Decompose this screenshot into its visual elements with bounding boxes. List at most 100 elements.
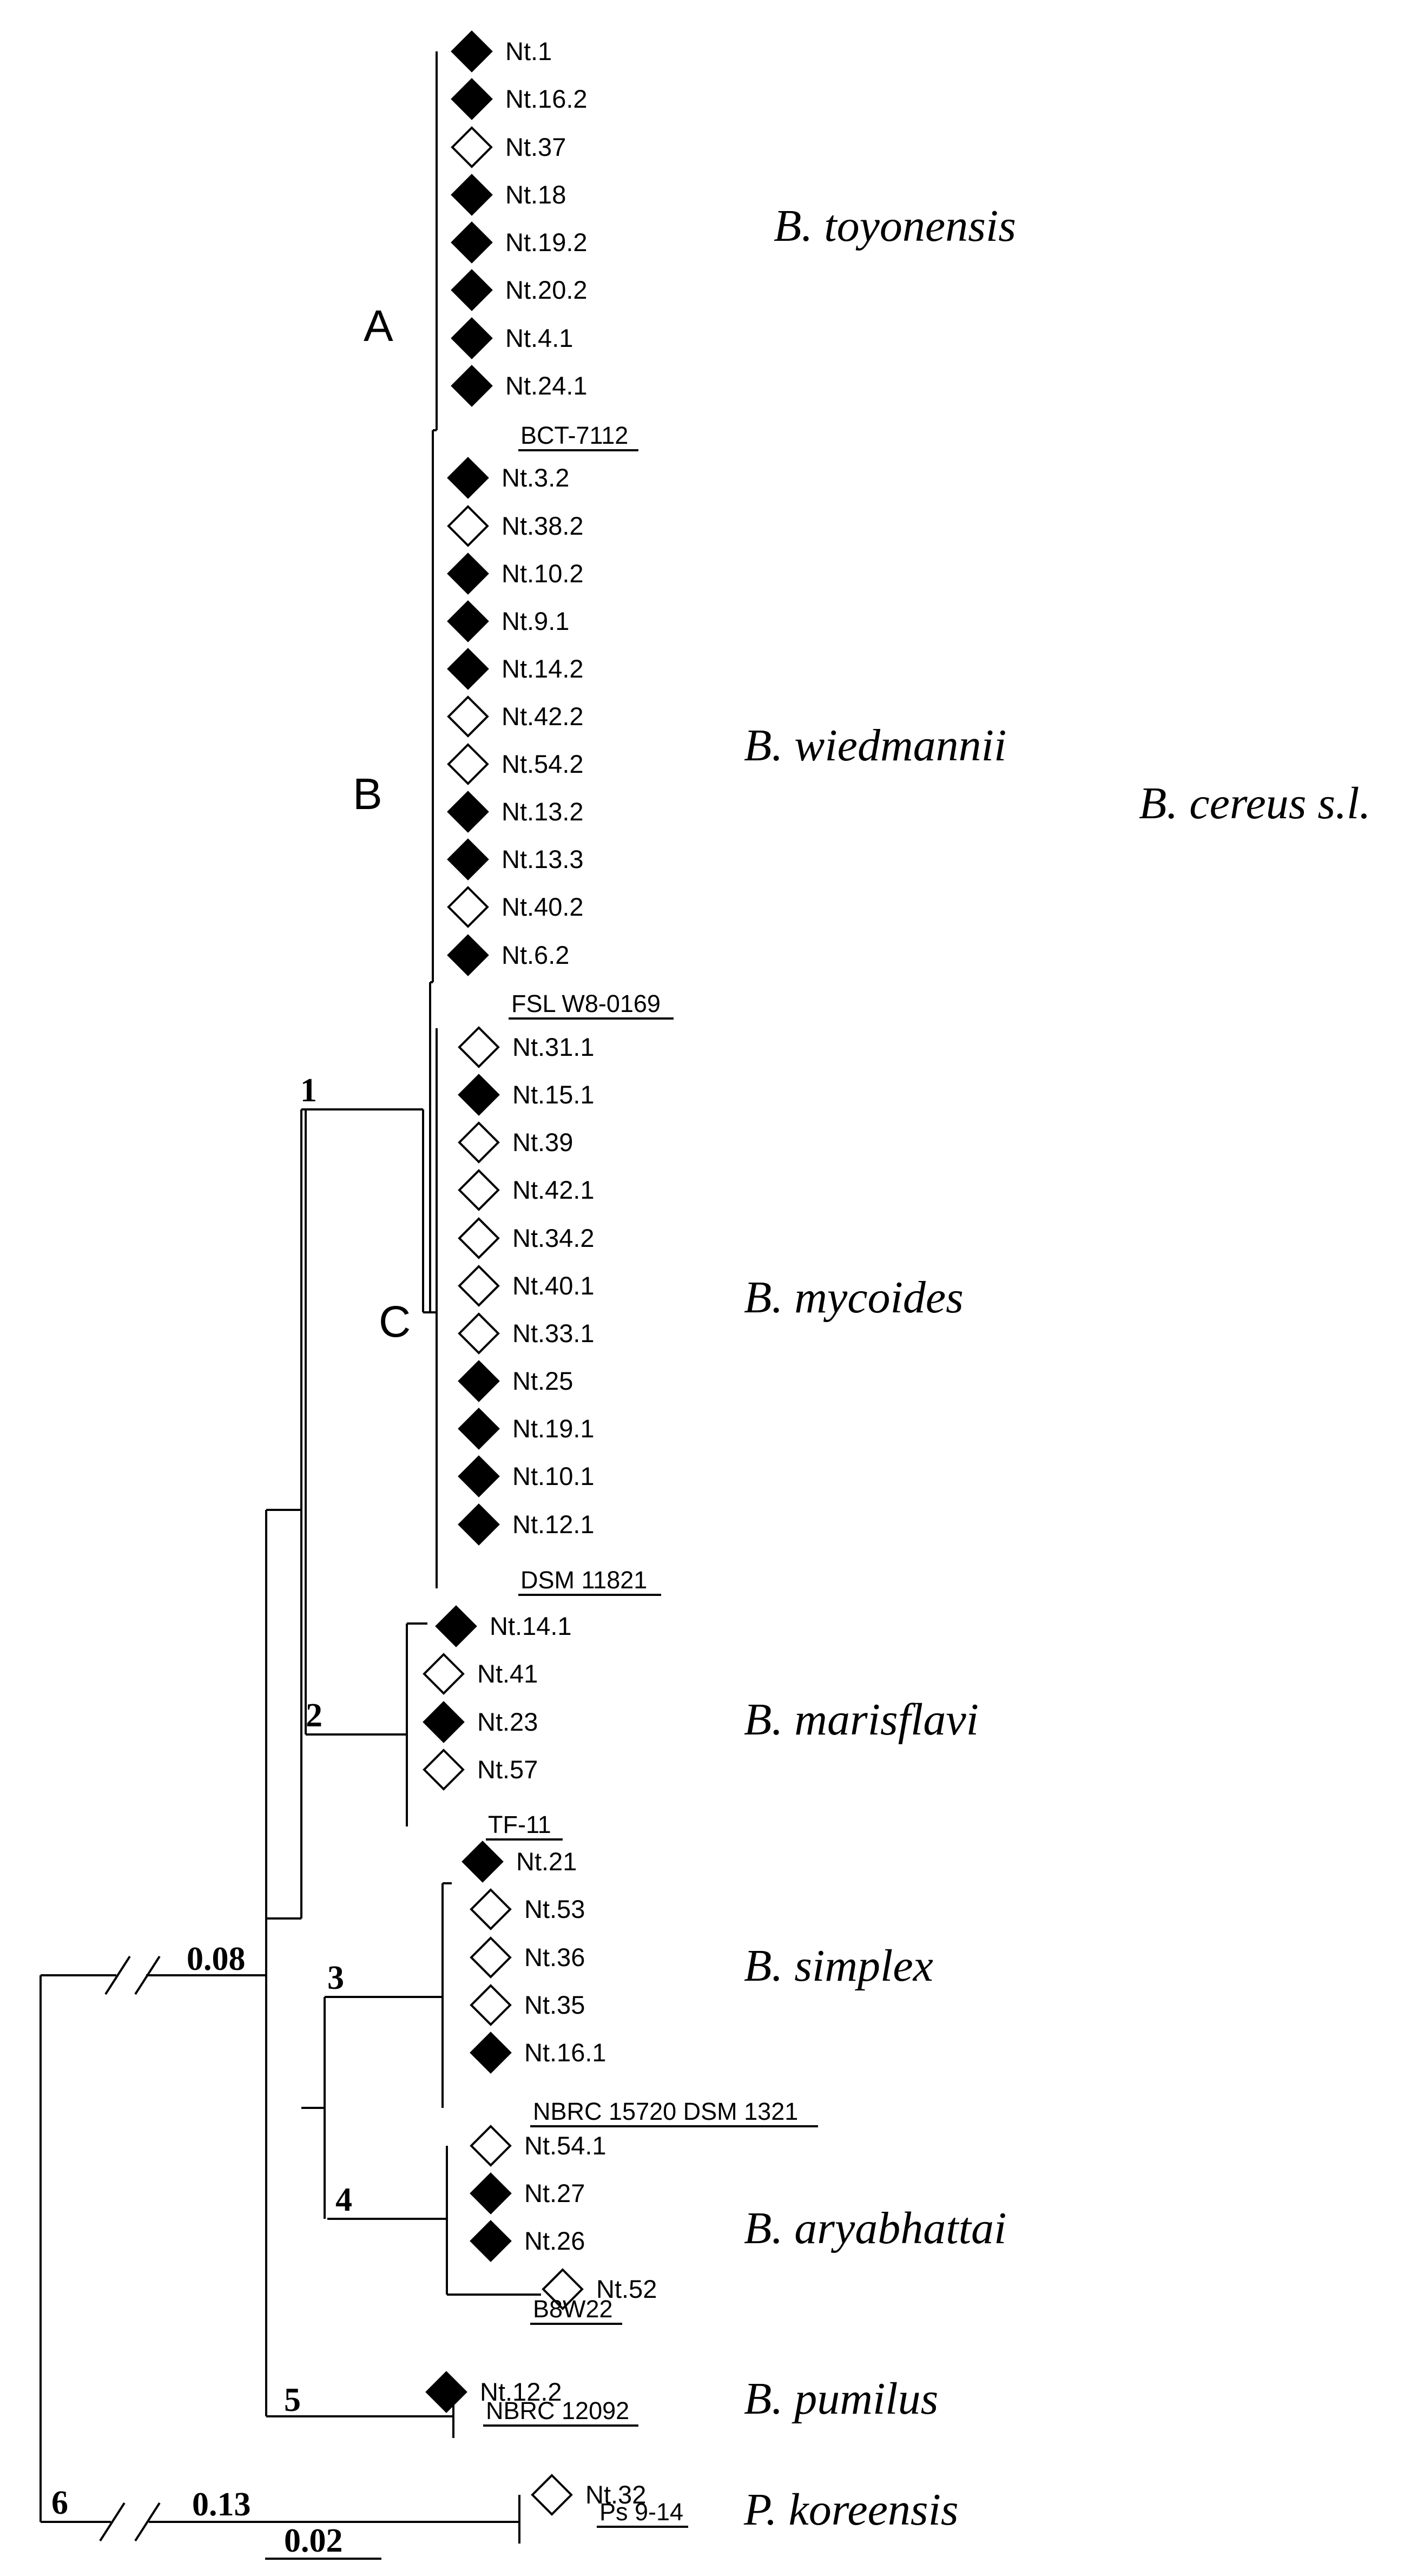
open-diamond-marker <box>470 1984 512 2026</box>
taxon-label: Nt.16.1 <box>524 2038 606 2067</box>
taxon-label: Nt.42.1 <box>512 1175 595 1204</box>
taxon: Nt.23 <box>423 1701 538 1743</box>
taxon-label: Nt.40.2 <box>502 892 584 921</box>
reference-strain-label: FSL W8-0169 <box>511 990 661 1017</box>
taxon-label: Nt.20.2 <box>505 275 588 304</box>
open-diamond-marker <box>458 1169 500 1211</box>
taxon-label: Nt.31.1 <box>512 1033 595 1061</box>
taxon-label: Nt.39 <box>512 1128 573 1156</box>
taxon-label: Nt.24.1 <box>505 371 588 400</box>
taxon: Nt.16.2 <box>451 78 588 120</box>
filled-diamond-marker <box>451 174 493 216</box>
filled-diamond-marker <box>451 365 493 407</box>
taxon-label: Nt.4.1 <box>505 324 573 352</box>
taxon: Nt.36 <box>470 1936 585 1979</box>
filled-diamond-marker <box>451 317 493 359</box>
taxon-label: Nt.19.1 <box>512 1414 595 1443</box>
reference-strains: BCT-7112 FSL W8-0169 DSM 11821 TF-11 NBR… <box>483 422 818 2528</box>
filled-diamond-marker <box>461 1841 504 1883</box>
species-label: B. cereus s.l. <box>1139 778 1370 829</box>
taxon-label: Nt.18 <box>505 180 566 209</box>
branch-length-labels: 0.08 0.13 0.02 <box>187 1941 343 2559</box>
taxon-label: Nt.25 <box>512 1366 573 1395</box>
taxon-label: Nt.9.1 <box>502 607 569 635</box>
cluster-number: 2 <box>306 1697 322 1734</box>
taxon-label: Nt.42.2 <box>502 702 584 731</box>
taxon: Nt.38.2 <box>447 505 584 547</box>
taxon: Nt.33.1 <box>458 1312 595 1355</box>
taxon-label: Nt.10.2 <box>502 559 584 588</box>
taxon: Nt.41 <box>423 1653 538 1695</box>
taxon-label: Nt.35 <box>524 1990 585 2019</box>
subclade-label-c: C <box>379 1297 411 1346</box>
open-diamond-marker <box>423 1653 465 1695</box>
taxon: Nt.57 <box>423 1749 538 1791</box>
taxon-label: Nt.21 <box>516 1847 577 1876</box>
taxon-label: Nt.27 <box>524 2179 585 2207</box>
taxon: Nt.6.2 <box>447 934 569 976</box>
taxon-label: Nt.32 <box>585 2480 646 2509</box>
taxon-label: Nt.53 <box>524 1895 585 1923</box>
taxon: Nt.52 <box>542 2268 657 2310</box>
filled-diamond-marker <box>435 1605 477 1647</box>
taxon-label: Nt.40.1 <box>512 1271 595 1300</box>
reference-strain-label: NBRC 12092 <box>486 2397 629 2424</box>
taxon-label: Nt.41 <box>477 1659 538 1688</box>
taxon: Nt.42.1 <box>458 1169 595 1211</box>
open-diamond-marker <box>470 1888 512 1930</box>
taxon: Nt.26 <box>470 2220 585 2262</box>
filled-diamond-marker <box>451 269 493 311</box>
cluster-number: 4 <box>335 2181 352 2218</box>
open-diamond-marker <box>531 2474 573 2516</box>
open-diamond-marker <box>423 1749 465 1791</box>
taxon: Nt.40.1 <box>458 1265 595 1307</box>
filled-diamond-marker <box>451 221 493 264</box>
species-label: B. wiedmannii <box>744 720 1006 771</box>
filled-diamond-marker <box>451 78 493 120</box>
taxon: Nt.9.1 <box>447 600 569 642</box>
taxon: Nt.13.2 <box>447 791 584 833</box>
taxon-label: Nt.10.1 <box>512 1462 595 1490</box>
tree-branches <box>39 51 541 2560</box>
species-label: B. toyonensis <box>774 201 1016 251</box>
taxon: Nt.4.1 <box>451 317 573 359</box>
taxon: Nt.53 <box>470 1888 585 1930</box>
taxon-label: Nt.12.2 <box>480 2377 562 2406</box>
taxon-label: Nt.6.2 <box>502 941 569 969</box>
taxon-label: Nt.33.1 <box>512 1319 595 1348</box>
taxon: Nt.14.1 <box>435 1605 572 1647</box>
open-diamond-marker <box>458 1312 500 1355</box>
species-label: B. marisflavi <box>744 1694 979 1745</box>
filled-diamond-marker <box>425 2371 467 2413</box>
taxon-label: Nt.57 <box>477 1755 538 1784</box>
taxon-label: Nt.36 <box>524 1943 585 1972</box>
taxon-label: Nt.52 <box>596 2275 657 2303</box>
taxon-label: Nt.38.2 <box>502 511 584 540</box>
taxon-label: Nt.23 <box>477 1707 538 1736</box>
open-diamond-marker <box>458 1026 500 1068</box>
cluster-number: 3 <box>327 1960 344 1996</box>
species-label: B. pumilus <box>744 2374 938 2424</box>
taxon: Nt.35 <box>470 1984 585 2026</box>
taxon-label: Nt.54.1 <box>524 2131 606 2160</box>
taxon: Nt.12.1 <box>458 1503 595 1546</box>
species-labels: B. toyonensis B. wiedmannii B. cereus s.… <box>743 201 1370 2535</box>
taxon-label: Nt.1 <box>505 37 552 65</box>
subclade-label-b: B <box>353 770 383 819</box>
open-diamond-marker <box>458 1121 500 1164</box>
species-label: B. aryabhattai <box>744 2203 1006 2253</box>
taxon: Nt.10.1 <box>458 1455 595 1497</box>
reference-strain-label: BCT-7112 <box>520 422 628 449</box>
taxon: Nt.34.2 <box>458 1217 595 1259</box>
taxon: Nt.25 <box>458 1360 573 1402</box>
taxon: Nt.24.1 <box>451 365 588 407</box>
open-diamond-marker <box>447 695 489 738</box>
taxon: Nt.1 <box>451 30 552 73</box>
taxon: Nt.31.1 <box>458 1026 595 1068</box>
open-diamond-marker <box>542 2268 584 2310</box>
open-diamond-marker <box>447 505 489 547</box>
taxon-label: Nt.13.3 <box>502 845 584 873</box>
branch-length-label: 0.13 <box>192 2486 251 2523</box>
taxon: Nt.16.1 <box>470 2032 606 2074</box>
